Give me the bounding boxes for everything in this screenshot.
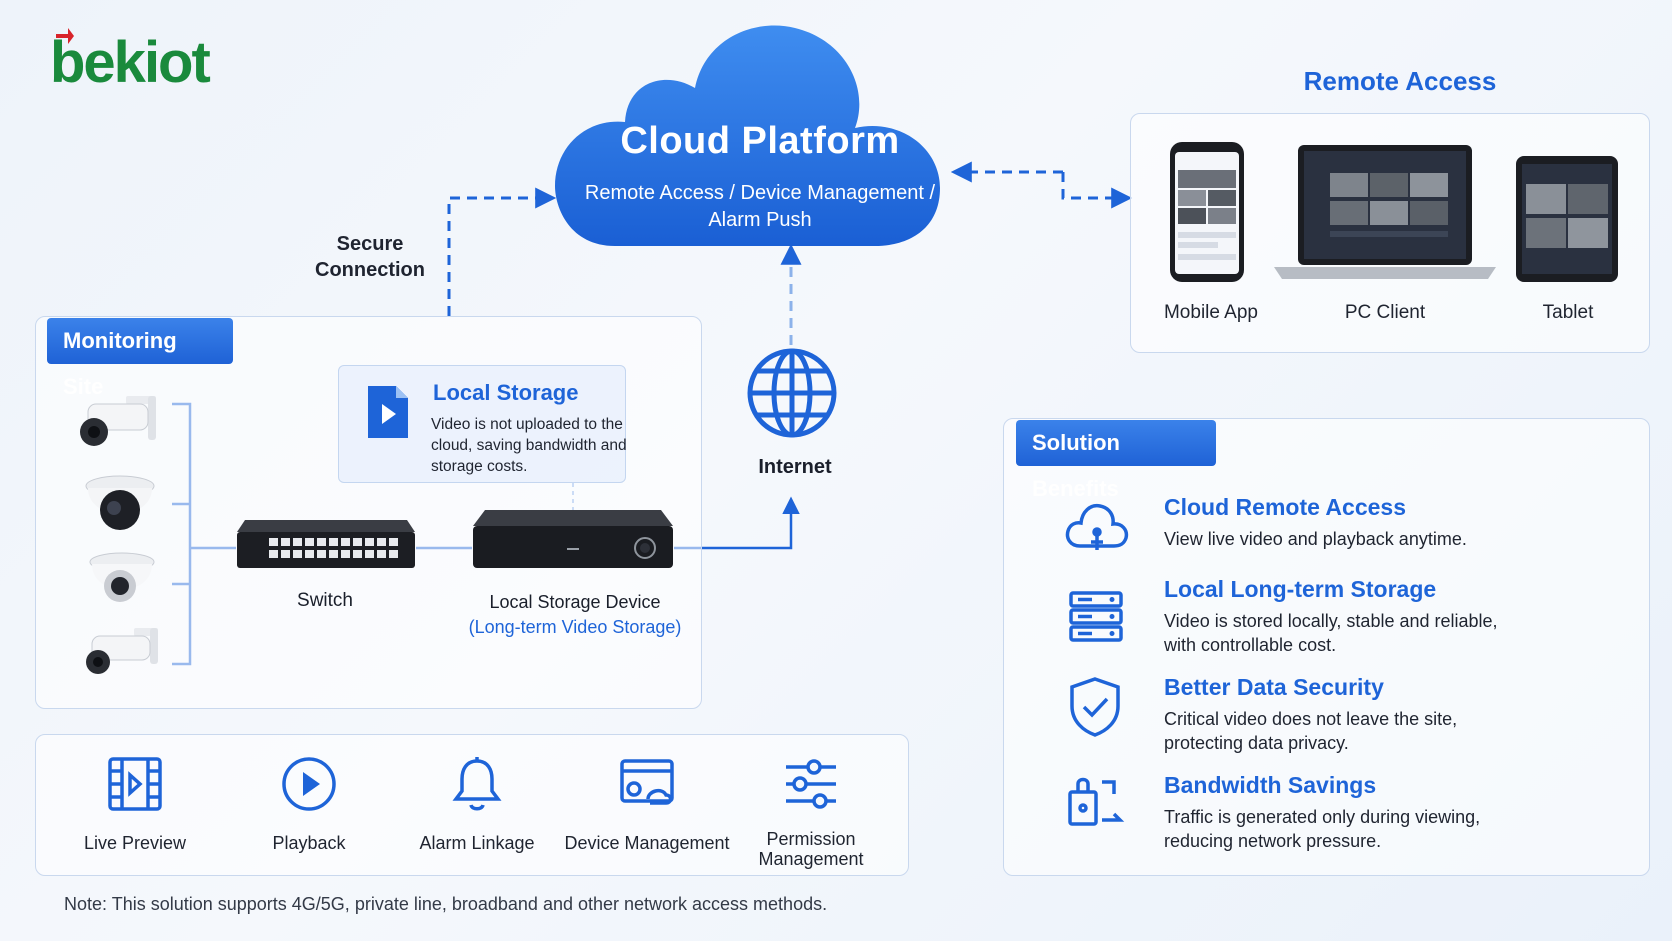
feature-playback: Playback [224,755,394,853]
footnote: Note: This solution supports 4G/5G, priv… [64,894,828,914]
dome-camera-icon [89,552,155,602]
secure-connection-label: Secure Connection [300,231,440,283]
benefit-desc-line1: Traffic is generated only during viewing… [1164,807,1481,827]
storage-device-sub: (Long-term Video Storage) [468,617,682,637]
network-switch-icon [237,520,415,568]
benefit-item-data-security: Better Data Security Critical video does… [1164,674,1624,755]
device-label-mobile: Mobile App [1163,302,1258,323]
bullet-camera-icon [86,628,158,674]
benefit-title: Better Data Security [1164,674,1384,700]
benefit-desc-line2: protecting data privacy. [1164,733,1349,753]
benefit-title: Local Long-term Storage [1164,576,1437,602]
cloud-shape [555,25,940,246]
device-settings-icon [620,759,674,805]
benefit-title: Bandwidth Savings [1164,772,1377,798]
storage-device-label: Local Storage Device (Long-term Video St… [455,590,695,640]
feature-permission-management: Permission Management [726,755,896,869]
bullet-camera-icon [80,396,156,446]
storage-device-title: Local Storage Device [489,592,661,612]
monitoring-site-tag: Monitoring Site [47,318,233,399]
feature-device-management: Device Management [562,755,732,853]
cloud-platform-title: Cloud Platform [620,120,900,162]
benefit-desc-line1: Video is stored locally, stable and reli… [1164,611,1498,631]
network-icon [1068,777,1125,826]
solution-benefits-tag: Solution Benefits [1016,420,1216,501]
sliders-icon [786,759,836,809]
solution-benefits-panel [1003,418,1650,876]
benefit-desc-line2: reducing network pressure. [1164,831,1382,851]
benefit-item-local-storage: Local Long-term Storage Video is stored … [1164,576,1624,657]
cloud-user-icon [1065,503,1129,550]
internet-label: Internet [758,456,832,478]
play-circle-icon [282,757,336,811]
secure-line1: Secure [336,233,404,255]
feature-label: Playback [272,833,346,853]
film-play-icon [108,757,162,811]
laptop-icon [1274,145,1496,279]
feature-label-line2: Management [758,849,864,869]
bell-icon [452,757,502,811]
feature-label: Device Management [564,833,730,853]
server-icon [1069,591,1123,642]
local-storage-description: Video is not uploaded to the cloud, savi… [431,416,627,475]
benefit-title: Cloud Remote Access [1164,494,1406,520]
remote-access-title: Remote Access [1303,66,1497,96]
globe-icon [747,348,837,438]
secure-line2: Connection [315,259,425,281]
switch-label: Switch [297,590,353,611]
feature-label: Permission Management [726,829,896,869]
feature-label-line1: Permission [766,829,856,849]
device-label-pc: PC Client [1344,302,1426,323]
tablet-icon [1516,156,1618,282]
benefit-desc-line2: with controllable cost. [1164,635,1337,655]
device-label-tablet: Tablet [1542,302,1594,323]
cloud-platform-subtitle: Remote Access / Device Management / Alar… [575,180,945,234]
benefit-desc-line1: Critical video does not leave the site, [1164,709,1458,729]
benefit-item-bandwidth: Bandwidth Savings Traffic is generated o… [1164,772,1624,853]
feature-live-preview: Live Preview [50,755,220,853]
benefit-desc: View live video and playback anytime. [1164,529,1467,549]
bekiot-logo: bekiot [50,28,212,92]
video-file-icon [368,386,408,438]
dome-camera-icon [85,475,155,530]
svg-text:bekiot: bekiot [50,30,210,92]
feature-alarm-linkage: Alarm Linkage [392,755,562,853]
cloud-subtitle-line2: Alarm Push [708,209,812,231]
benefit-item-cloud-remote: Cloud Remote Access View live video and … [1164,494,1624,551]
cloud-subtitle-line1: Remote Access / Device Management / [584,182,936,204]
local-storage-title: Local Storage [433,380,579,405]
feature-label: Live Preview [83,833,187,853]
feature-label: Alarm Linkage [419,833,535,853]
shield-check-icon [1070,677,1120,737]
smartphone-icon [1170,142,1244,282]
nvr-storage-icon [473,510,673,568]
